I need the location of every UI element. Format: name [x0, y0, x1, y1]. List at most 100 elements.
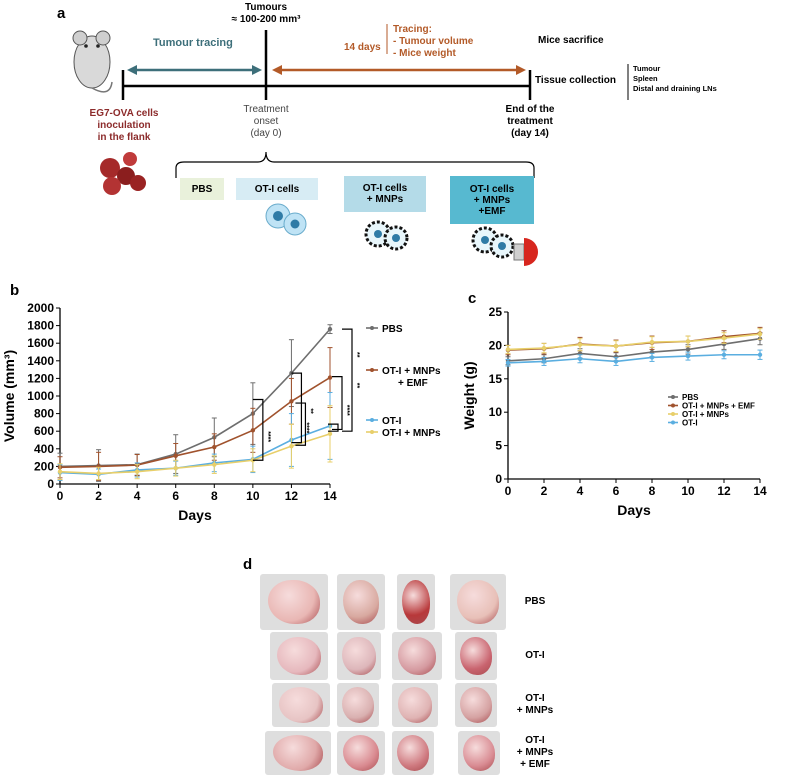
legend-marker: [671, 395, 675, 399]
inoculation-label: EG7-OVA cells inoculation in the flank: [89, 108, 159, 143]
series-2: [505, 328, 763, 354]
photo-row-label-line: + MNPs: [516, 705, 554, 716]
x-tick-label: 10: [246, 489, 260, 503]
tumour-photo: [260, 574, 328, 630]
tissue-items: Tumour Spleen Distal and draining LNs: [633, 64, 717, 93]
x-axis-label: Days: [617, 502, 651, 518]
panel-letter-c: c: [468, 290, 477, 307]
tumour-shape: [278, 687, 324, 723]
group-box-ot1-mnps-emf: OT-I cells+ MNPs+EMF: [450, 176, 534, 224]
legend-label: OT-I + MNPs + EMF: [682, 402, 755, 411]
legend-marker: [370, 430, 374, 434]
x-tick-label: 6: [613, 484, 620, 498]
data-point: [757, 331, 763, 337]
end-treatment-label: End of the treatment (day 14): [505, 104, 555, 139]
mice-sacrifice-label: Mice sacrifice: [538, 35, 604, 46]
y-tick-label: 0: [495, 472, 502, 486]
tumour-shape: [397, 687, 433, 723]
data-point: [212, 444, 217, 450]
tumour-shape: [272, 735, 324, 771]
x-tick-label: 12: [717, 484, 731, 498]
y-tick-label: 5: [495, 439, 502, 453]
significance-bracket: [328, 423, 339, 432]
data-point: [289, 443, 294, 449]
photo-row-label-line: + EMF: [520, 759, 550, 770]
legend-marker: [671, 420, 675, 425]
data-point: [577, 356, 583, 361]
timeline-schematic: [72, 24, 629, 266]
tumour-photo: [455, 683, 497, 727]
data-point: [96, 471, 101, 476]
significance-label: ****: [302, 422, 309, 433]
significance-bracket: [295, 402, 307, 446]
tumour-photo: [337, 731, 385, 775]
data-point: [613, 343, 619, 349]
series-line: [507, 333, 761, 351]
series-line: [59, 328, 331, 468]
data-point: [649, 355, 655, 360]
legend-label: OT-I + MNPs: [382, 366, 441, 377]
tumours-label: Tumours ≈ 100-200 mm³: [231, 2, 301, 25]
tumour-photo: [265, 731, 331, 775]
data-point: [757, 352, 763, 357]
data-point: [289, 370, 294, 376]
legend-label: OT-I + MNPs: [382, 428, 441, 439]
data-point: [613, 359, 619, 364]
tumour-shape: [460, 636, 492, 676]
y-tick-label: 1600: [27, 336, 54, 350]
tumour-photo: [270, 632, 328, 680]
treatment-onset-label: Treatment onset (day 0): [243, 104, 289, 139]
panel-letter-b: b: [10, 282, 20, 299]
x-tick-label: 8: [211, 489, 218, 503]
data-point: [134, 469, 140, 474]
tumour-photo: [455, 632, 497, 680]
x-tick-label: 6: [172, 489, 179, 503]
legend-label: PBS: [682, 393, 699, 402]
significance-label: **: [353, 383, 360, 389]
data-point: [327, 431, 333, 437]
data-point: [505, 360, 511, 365]
tumour-shape: [398, 636, 436, 676]
x-tick-label: 14: [323, 489, 337, 503]
tumour-photo: [272, 683, 330, 727]
x-tick-label: 4: [577, 484, 584, 498]
data-point: [685, 353, 691, 359]
tumour-shape: [397, 735, 429, 771]
data-point: [289, 399, 294, 404]
data-point: [721, 335, 727, 341]
series-3: [505, 349, 763, 367]
x-tick-label: 14: [753, 484, 767, 498]
y-tick-label: 1400: [27, 354, 54, 368]
photo-row-label-line: + MNPs: [516, 747, 554, 758]
legend-label: + EMF: [398, 378, 428, 389]
legend-marker: [671, 412, 675, 416]
legend-marker: [370, 368, 374, 372]
y-tick-label: 1000: [27, 389, 54, 403]
tumour-photo: [337, 683, 379, 727]
significance-bracket: [291, 372, 303, 444]
tissue-collection-label: Tissue collection: [535, 75, 616, 86]
ot1-mnps-emf-icon: [471, 226, 538, 266]
y-axis-label: Volume (mm³): [1, 350, 17, 442]
significance-bracket: [332, 376, 343, 431]
legend-marker: [370, 326, 374, 330]
y-tick-label: 15: [489, 372, 503, 386]
tumour-photo: [392, 683, 438, 727]
legend-marker: [370, 418, 374, 422]
tumour-photo: [458, 731, 500, 775]
x-axis-label: Days: [178, 507, 212, 523]
tumour-shape: [342, 636, 376, 676]
tumour-shape: [460, 687, 492, 723]
legend-label: PBS: [382, 324, 403, 335]
group-box-ot1-mnps: OT-I cells+ MNPs: [344, 176, 426, 212]
data-point: [685, 347, 691, 352]
photo-row-label: OT-I+ MNPs+ EMF: [502, 735, 568, 771]
photo-row-label: OT-I+ MNPs: [502, 693, 568, 717]
tumour-shape: [456, 579, 500, 625]
y-tick-label: 1800: [27, 319, 54, 333]
series-3: [57, 405, 333, 481]
data-point: [505, 347, 511, 352]
ot1-mnps-icon: [364, 220, 409, 251]
tumour-tracing-label: Tumour tracing: [153, 37, 233, 49]
photo-row-label-line: OT-I: [525, 735, 545, 746]
